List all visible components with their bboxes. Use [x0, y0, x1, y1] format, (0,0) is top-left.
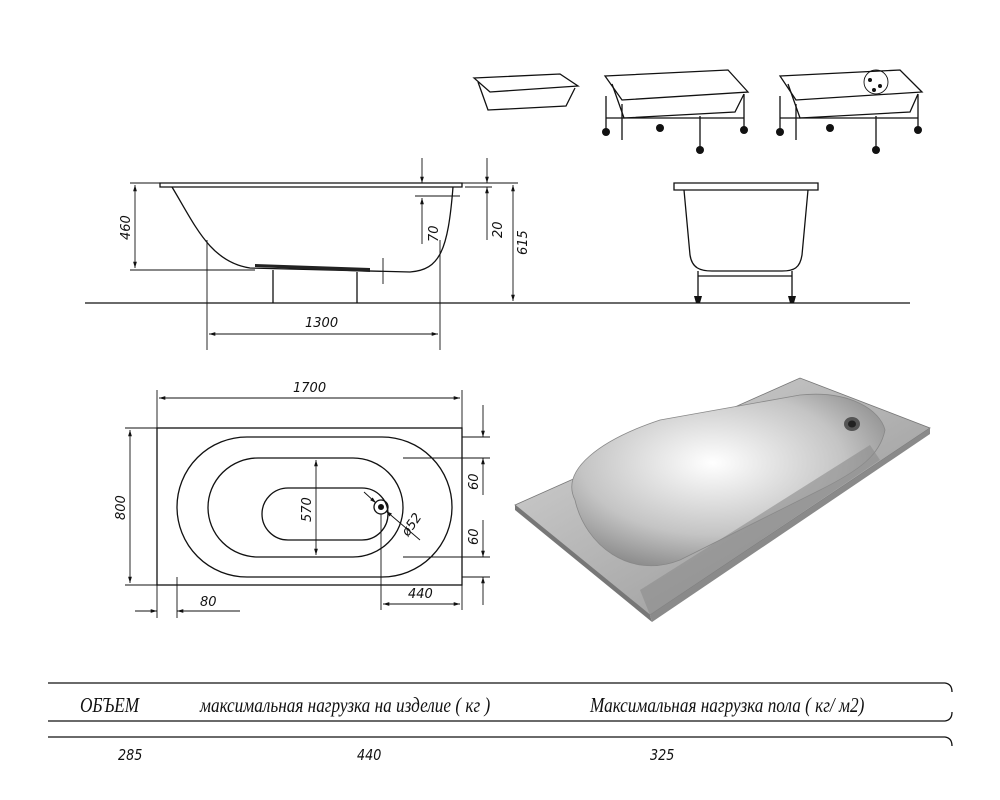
- dim-left-offset: 80: [200, 595, 217, 610]
- spec-table-lines: [48, 682, 953, 747]
- value-max-load-product: 440: [357, 746, 382, 764]
- dim-height: 615: [516, 230, 531, 255]
- plan-view: 1700 800 570 ø52 60 60 80 440: [114, 381, 490, 618]
- dim-length: 1700: [293, 381, 326, 396]
- dim-width: 800: [114, 495, 129, 520]
- value-volume: 285: [118, 746, 143, 764]
- side-view: 460 70 20 615 1300: [85, 158, 910, 350]
- thumbnail-tub-with-frame: [602, 69, 750, 154]
- end-view: [673, 182, 819, 303]
- thumbnail-tub: [472, 73, 580, 111]
- dim-side-bottom: 60: [467, 528, 482, 545]
- dim-bottom-length: 1300: [305, 316, 338, 331]
- dim-overflow: 70: [427, 225, 442, 242]
- dim-drain-offset: 440: [408, 587, 433, 602]
- header-max-load-floor: Максимальная нагрузка пола ( кг/ м2): [590, 693, 865, 717]
- dim-side-top: 60: [467, 473, 482, 490]
- bathtub-3d-render: [514, 377, 931, 622]
- dim-rim: 20: [491, 221, 506, 238]
- dim-depth: 460: [119, 215, 134, 240]
- header-volume: ОБЪЕМ: [80, 693, 140, 717]
- dim-inner-width: 570: [300, 497, 315, 522]
- value-max-load-floor: 325: [650, 746, 675, 764]
- thumbnail-tub-with-frame-and-accessories: [776, 69, 924, 154]
- header-max-load-product: максимальная нагрузка на изделие ( кг ): [200, 693, 491, 717]
